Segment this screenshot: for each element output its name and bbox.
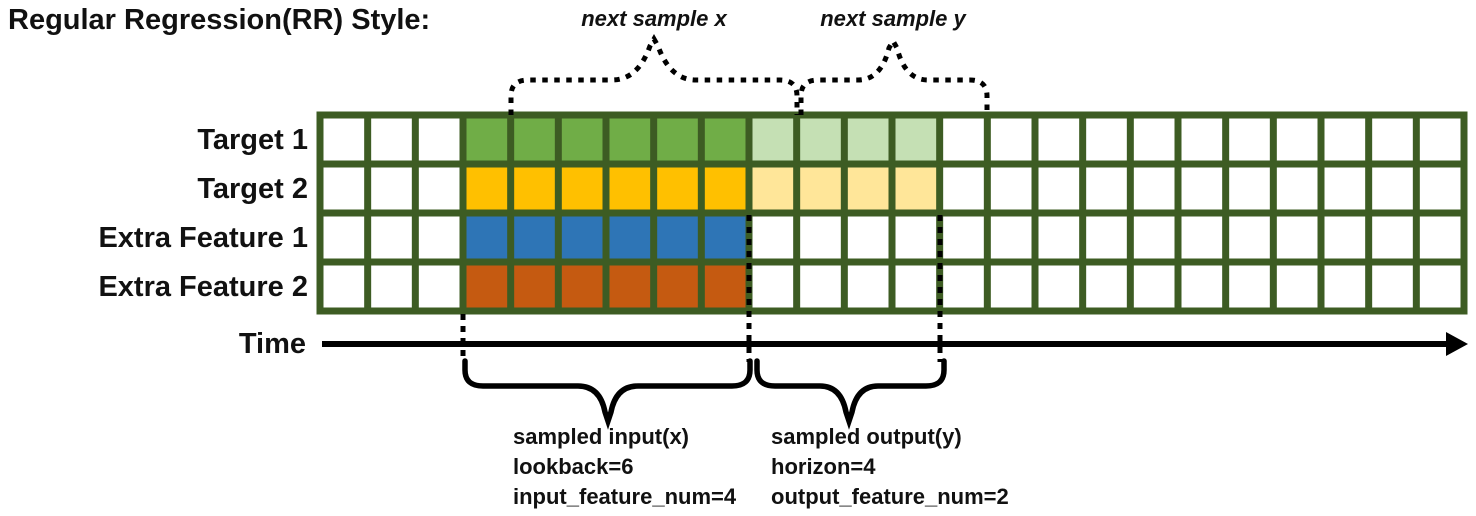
next-sample-braces [508, 33, 990, 115]
grid-cell [510, 262, 559, 311]
sampled-window-braces [462, 358, 947, 430]
grid-cell [749, 164, 797, 213]
grid-cell [558, 164, 606, 213]
grid-cell [510, 213, 559, 262]
next-sample-y-label: next sample y [820, 6, 966, 31]
grid-cell [463, 262, 511, 311]
grid-cell [796, 115, 845, 164]
grid-cell [606, 115, 654, 164]
grid-cell [701, 164, 749, 213]
grid-cell [606, 164, 654, 213]
grid-cell [701, 262, 749, 311]
sampled-output-annotation: sampled output(y) horizon=4 output_featu… [771, 422, 1009, 512]
grid-cell [701, 213, 749, 262]
time-axis-arrowhead-icon [1446, 332, 1468, 356]
diagram-title: Regular Regression(RR) Style: [8, 4, 431, 36]
grid-cell [463, 164, 511, 213]
time-axis [322, 332, 1468, 356]
grid-cell [844, 164, 892, 213]
row-label-extra-feature-1: Extra Feature 1 [98, 222, 308, 254]
grid-cell [653, 213, 702, 262]
grid-cell [606, 213, 654, 262]
sampled-input-title: sampled input(x) [513, 424, 690, 449]
grid-cell [653, 262, 702, 311]
horizon-value: horizon=4 [771, 454, 876, 479]
row-label-target-1: Target 1 [197, 124, 308, 156]
sampled-output-brace [754, 358, 947, 430]
grid-cell [510, 115, 559, 164]
sample-boundary-dotted-lines [460, 215, 943, 362]
grid-cell [653, 115, 702, 164]
grid-cell [558, 213, 606, 262]
sampled-output-title: sampled output(y) [771, 424, 962, 449]
grid-cell [749, 115, 797, 164]
row-label-extra-feature-2: Extra Feature 2 [98, 271, 308, 303]
grid-cell [558, 115, 606, 164]
grid-cell [844, 115, 892, 164]
input-feature-num: input_feature_num=4 [513, 484, 737, 509]
time-axis-label: Time [238, 328, 306, 360]
grid-cell [892, 164, 940, 213]
lookback-value: lookback=6 [513, 454, 634, 479]
row-label-target-2: Target 2 [197, 173, 308, 205]
sampled-input-annotation: sampled input(x) lookback=6 input_featur… [513, 422, 736, 512]
grid-cell [653, 164, 702, 213]
grid-cell [796, 164, 845, 213]
grid-cell [558, 262, 606, 311]
grid-cell [701, 115, 749, 164]
grid-cell [892, 115, 940, 164]
next-sample-y-brace [798, 35, 990, 115]
time-series-grid [316, 111, 1468, 315]
output-feature-num: output_feature_num=2 [771, 484, 1009, 509]
next-sample-x-label: next sample x [581, 6, 727, 31]
next-sample-x-brace [508, 33, 800, 115]
grid-cell [463, 213, 511, 262]
grid-cell [510, 164, 559, 213]
grid-cell [606, 262, 654, 311]
grid-cell [463, 115, 511, 164]
sampled-input-brace [462, 358, 753, 430]
